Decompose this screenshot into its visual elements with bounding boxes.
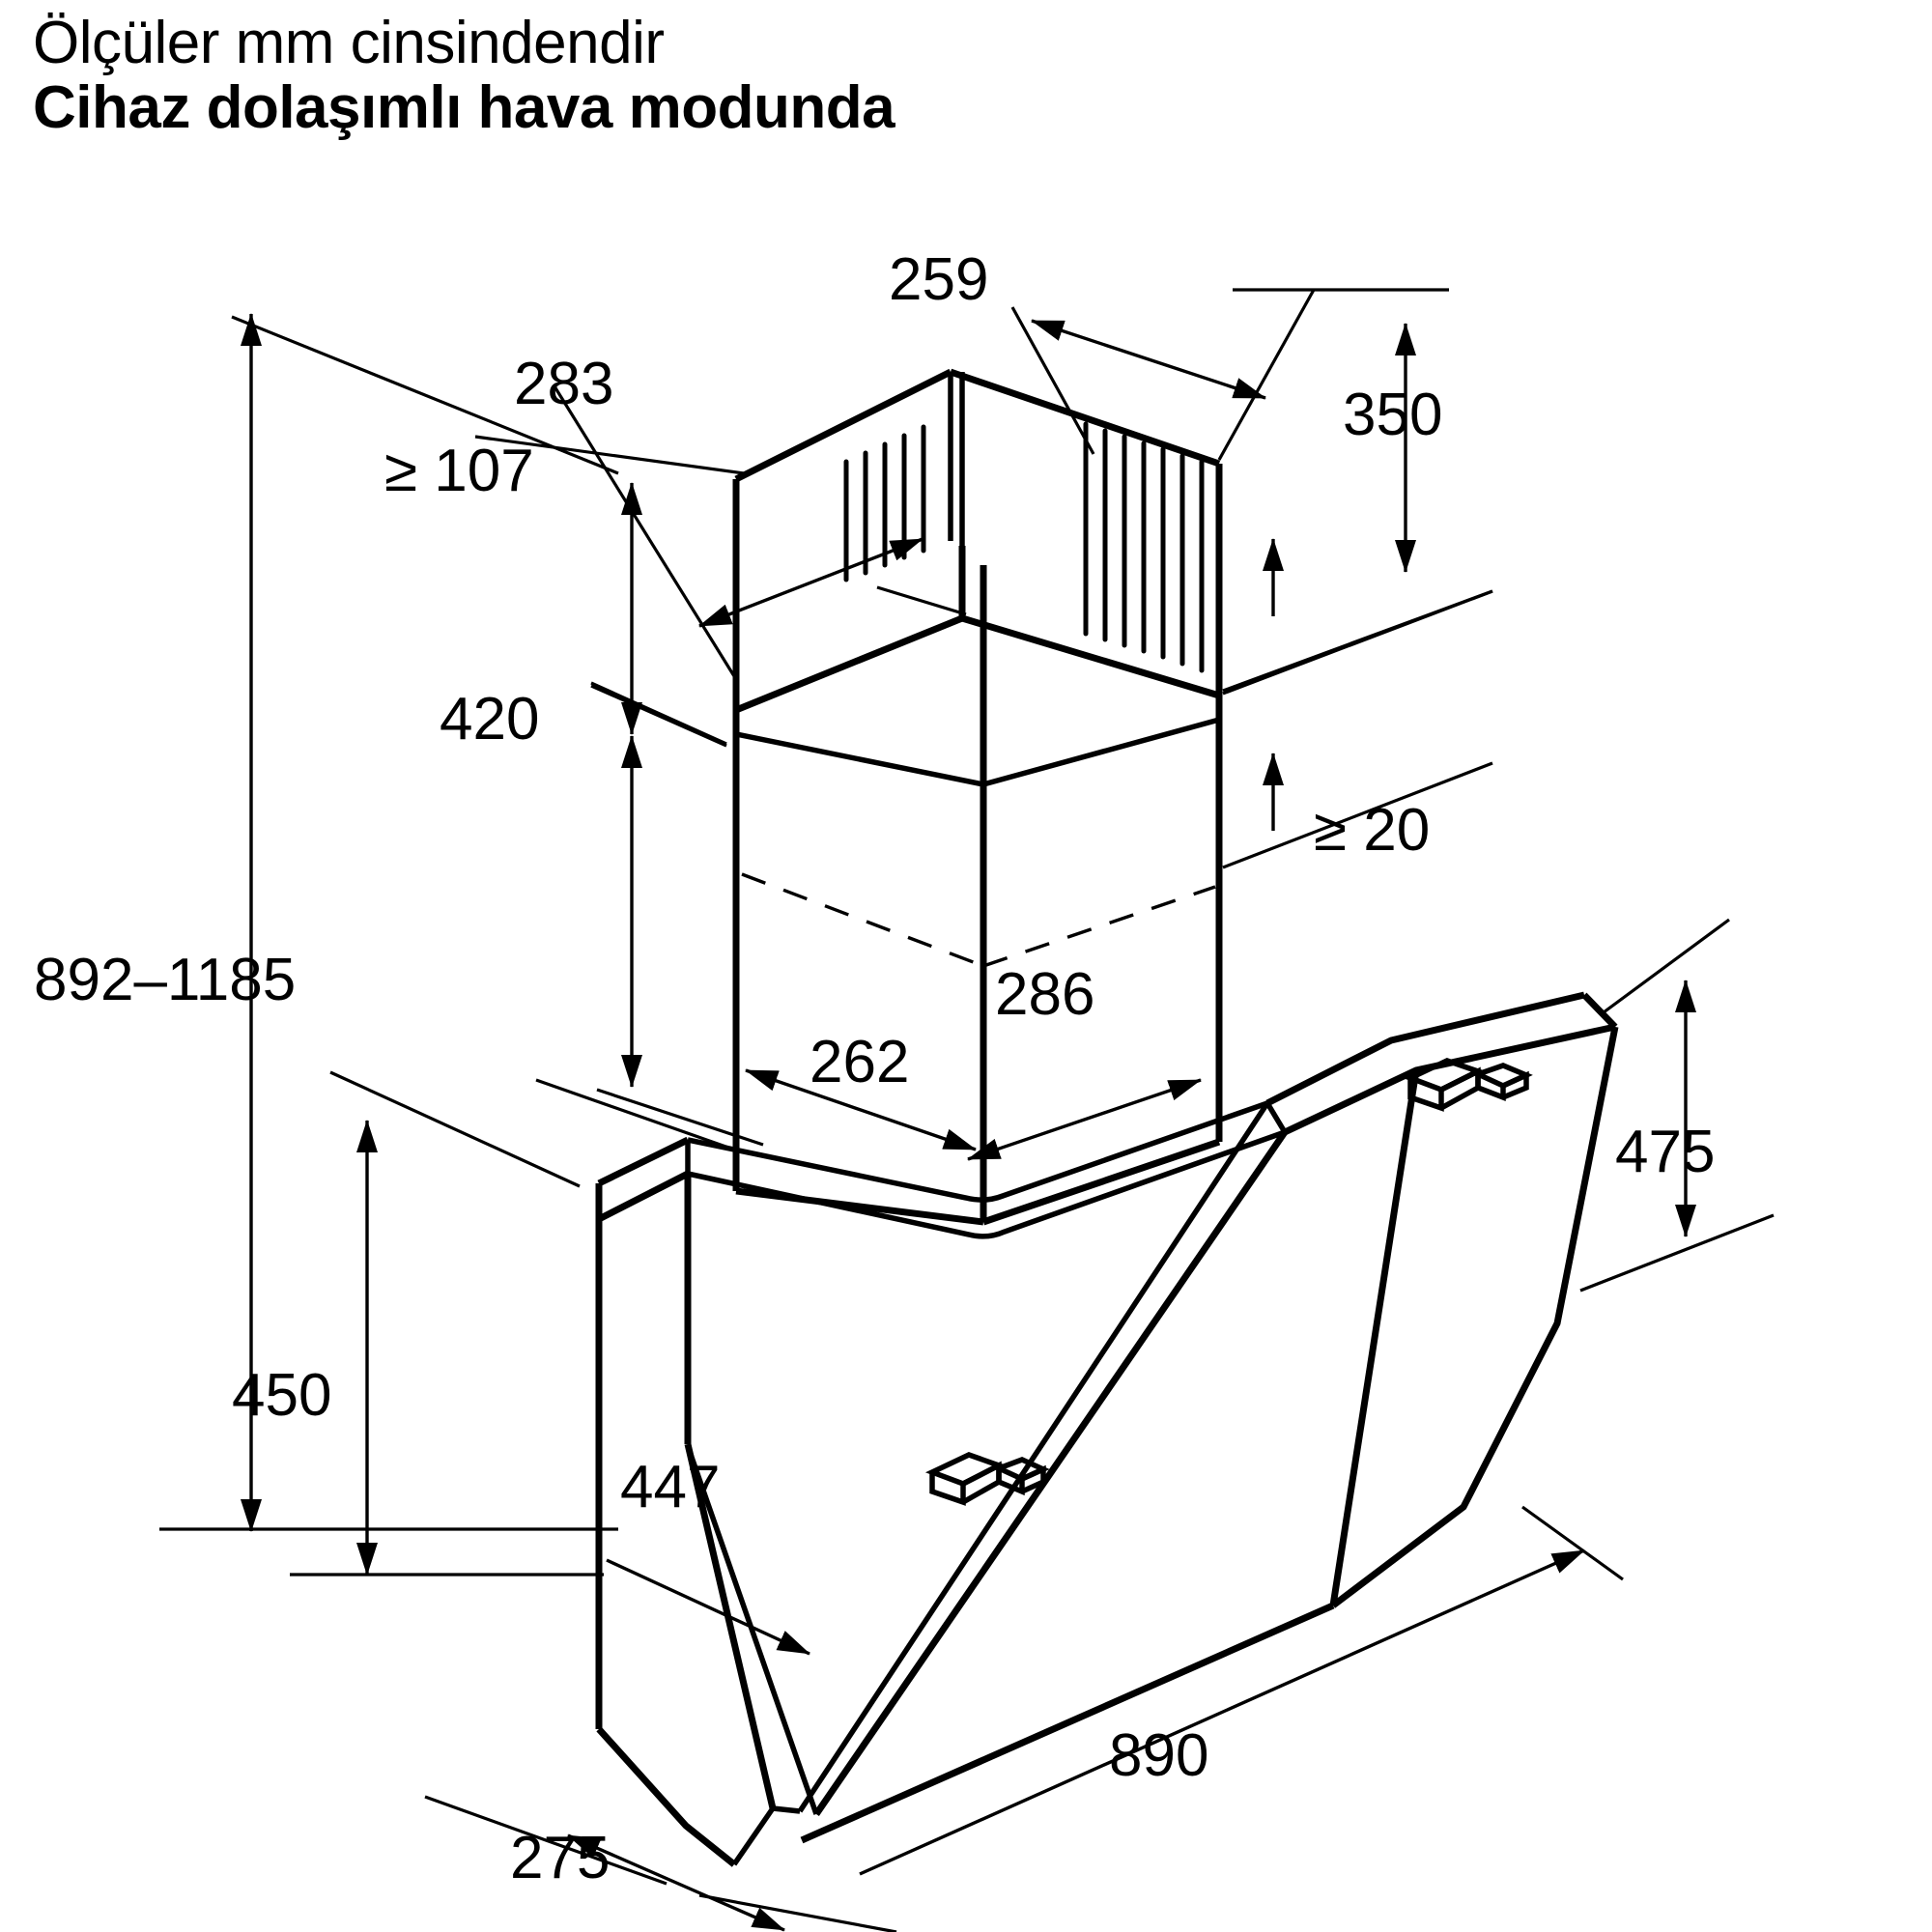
dim-label-20: ≥ 20 xyxy=(1314,797,1430,864)
chimney-lower xyxy=(732,464,1223,1226)
dim-275: 275 xyxy=(424,1795,897,1932)
dim-label-350: 420 xyxy=(440,686,539,753)
dim-label-890: 890 xyxy=(1109,1722,1208,1789)
units-note: Ölçüler mm cinsindendir xyxy=(33,10,665,76)
dim-label-259: 259 xyxy=(889,246,988,313)
dim-total-height: 892–1185 xyxy=(34,313,619,1532)
vent-slots-left xyxy=(843,424,926,582)
dim-107: ≥ 107 xyxy=(384,435,745,746)
dim-label-107: ≥ 107 xyxy=(384,438,534,504)
dim-label-262: 262 xyxy=(810,1029,909,1095)
dim-20: ≥ 20 xyxy=(1222,538,1493,869)
hood-body-top xyxy=(595,991,1618,1239)
dim-label-447: 447 xyxy=(620,1454,720,1520)
vent-slots-right xyxy=(1083,421,1205,673)
dim-label-286: 286 xyxy=(995,961,1094,1028)
dim-350: 420 xyxy=(440,684,735,1151)
dim-259: 259 xyxy=(889,246,1316,461)
dim-label-283: 283 xyxy=(514,351,613,417)
dim-890: 890 xyxy=(859,1505,1624,1876)
dim-label-892-1185: 892–1185 xyxy=(34,947,296,1013)
control-clip-lower xyxy=(924,1452,1050,1506)
dim-label-475: 475 xyxy=(1615,1119,1715,1185)
chimney-upper xyxy=(732,368,1223,714)
dim-283: 283 xyxy=(514,351,967,677)
dim-475: 475 xyxy=(1579,918,1775,1293)
dim-label-450: 450 xyxy=(232,1362,331,1429)
dim-262: 262 xyxy=(596,1029,977,1151)
dim-450: 450 xyxy=(232,1070,604,1577)
dim-label-275: 275 xyxy=(510,1825,610,1891)
control-clip-upper xyxy=(1403,1058,1533,1112)
dim-420: 350 xyxy=(1222,288,1493,693)
heading-block: Ölçüler mm cinsindendir Cihaz dolaşımlı … xyxy=(33,12,1482,142)
dim-286: 286 xyxy=(967,961,1202,1161)
glass-panel xyxy=(797,1026,1619,1844)
dim-label-420: 350 xyxy=(1343,382,1442,448)
dim-447: 447 xyxy=(606,1454,810,1656)
mode-title: Cihaz dolaşımlı hava modunda xyxy=(33,74,895,142)
